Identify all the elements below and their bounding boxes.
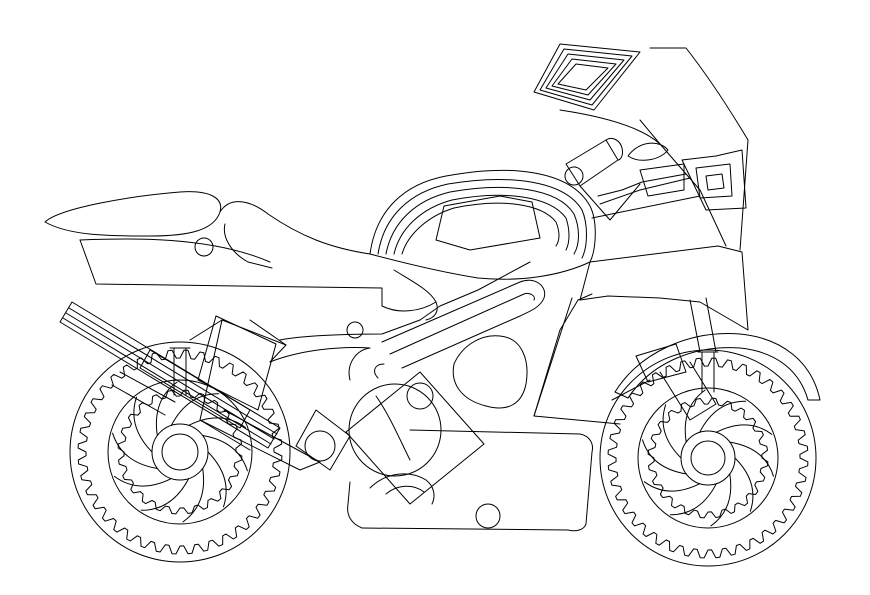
spoke <box>140 478 190 511</box>
spoke <box>112 432 158 469</box>
frame <box>189 261 593 451</box>
front-tire-outer <box>599 349 817 567</box>
front-tire-tread <box>607 357 809 559</box>
spoke <box>684 389 706 443</box>
front-axle-mount <box>697 351 719 393</box>
spoke <box>643 481 701 492</box>
spoke <box>729 441 774 477</box>
spoke <box>669 483 717 516</box>
spoke <box>113 475 172 487</box>
windscreen <box>533 43 641 111</box>
spoke <box>662 404 682 459</box>
spoke <box>182 468 205 523</box>
front-spokes <box>642 389 774 527</box>
fork <box>611 297 717 421</box>
rear-seat <box>44 191 437 312</box>
rear-wheel <box>69 341 291 563</box>
front-rim <box>637 387 779 529</box>
rear-rim <box>107 379 253 525</box>
front-brake-disc <box>647 397 769 519</box>
spoke <box>202 435 248 472</box>
rear-hub-inner <box>161 433 199 471</box>
spoke <box>734 457 754 512</box>
front-fender <box>614 333 821 401</box>
spoke <box>699 400 747 433</box>
front-hub-inner <box>690 440 726 476</box>
rear-body-arc <box>197 315 277 411</box>
engine <box>345 335 593 532</box>
fairing <box>533 47 749 425</box>
spoke <box>715 424 773 435</box>
front-hub <box>680 430 736 486</box>
rear-tire-tread <box>77 349 283 555</box>
spoke <box>710 473 732 527</box>
front-wheel <box>599 349 817 567</box>
rear-hub <box>151 423 209 481</box>
rear-tire-outer <box>69 341 291 563</box>
rear-spokes <box>112 381 248 523</box>
spoke <box>133 396 153 453</box>
swingarm <box>199 409 351 471</box>
fuel-tank <box>369 169 596 321</box>
spoke <box>207 451 227 508</box>
mirror <box>564 137 669 221</box>
spoke <box>642 439 687 475</box>
